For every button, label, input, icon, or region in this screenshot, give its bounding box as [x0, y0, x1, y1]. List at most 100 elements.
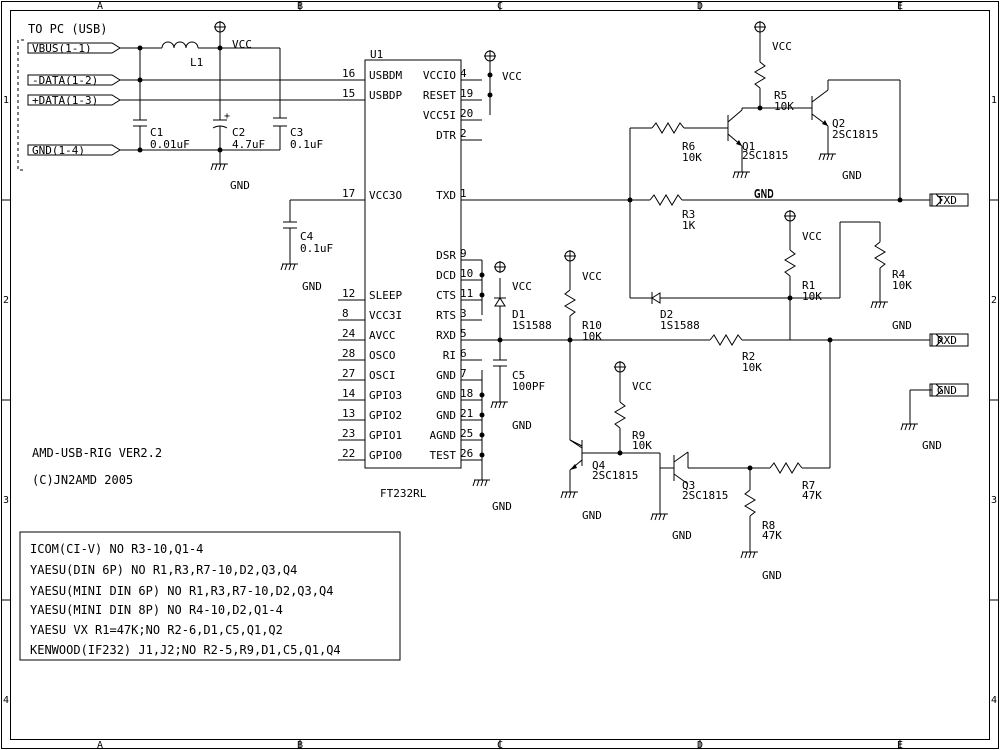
port-rxd: RXD	[929, 333, 969, 347]
c2-value: 4.7uF	[232, 138, 265, 151]
grid-row-1-right: 1	[991, 95, 997, 106]
gnd-label-port: GND	[922, 439, 942, 452]
svg-text:VBUS(1-1): VBUS(1-1)	[32, 42, 92, 55]
pin-name: RESET	[423, 89, 456, 102]
usb-pin-gnd: GND(1-4)	[27, 144, 121, 157]
ic-body	[364, 59, 462, 469]
svg-text:+DATA(1-3): +DATA(1-3)	[32, 94, 98, 107]
l1-ref: L1	[190, 56, 203, 69]
q1-ref: Q1	[742, 140, 755, 153]
pin-name: TEST	[430, 449, 457, 462]
pin-number: 9	[460, 247, 467, 260]
pin-number: 6	[460, 347, 467, 360]
usb-wiring: +	[120, 21, 365, 171]
r4-value: 10K	[892, 279, 912, 292]
gnd-label-ic: GND	[492, 500, 512, 513]
usb-connector: TO PC (USB) VBUS(1-1) -DATA(1-2) +DATA(1…	[17, 22, 121, 171]
pin-number: 28	[342, 347, 355, 360]
pin-number: 3	[460, 307, 467, 320]
q4-ref: Q4	[592, 459, 606, 472]
ic-pin-19: RESET 19	[423, 87, 482, 102]
q2-value: 2SC1815	[832, 128, 878, 141]
rxd-circuit	[461, 250, 930, 559]
usb-pin-vbus: VBUS(1-1)	[27, 42, 121, 55]
r3-ref: R3	[682, 208, 695, 221]
pin-number: 19	[460, 87, 473, 100]
pin-name: GND	[436, 369, 456, 382]
c5-ref: C5	[512, 369, 525, 382]
gnd-label-q3: GND	[672, 529, 692, 542]
pin-number: 4	[460, 67, 467, 80]
title-line-2: (C)JN2AMD 2005	[32, 473, 133, 487]
r8-value: 47K	[762, 529, 782, 542]
pin-number: 14	[342, 387, 356, 400]
pin-number: 26	[460, 447, 473, 460]
r9-value: 10K	[632, 439, 652, 452]
svg-text:GND(1-4): GND(1-4)	[32, 144, 85, 157]
grid-col-c-bottom: C	[497, 740, 503, 750]
grid-row-4-left: 4	[3, 695, 9, 706]
ic-pin-17: 17 VCC3O	[338, 187, 402, 202]
pin-number: 5	[460, 327, 467, 340]
pin-name: RI	[443, 349, 456, 362]
r8-ref: R8	[762, 519, 775, 532]
r10-symbol	[564, 289, 576, 317]
vcc-label-ic: VCC	[502, 70, 522, 83]
r9-symbol	[614, 401, 626, 429]
r3-value: 1K	[682, 219, 696, 232]
ic-support-wiring	[280, 50, 496, 487]
r7-value: 47K	[802, 489, 822, 502]
svg-text:-DATA(1-2): -DATA(1-2)	[32, 74, 98, 87]
grid-labels: A B C D E A B C D E 1 2 3 4 1 2 3 4	[3, 1, 997, 750]
r7-ref: R7	[802, 479, 815, 492]
d2-symbol	[651, 292, 661, 304]
r5-value: 10K	[774, 100, 794, 113]
pin-name: OSCI	[369, 369, 396, 382]
pin-number: 13	[342, 407, 355, 420]
pin-name: VCC3O	[369, 189, 402, 202]
pin-number: 16	[342, 67, 355, 80]
grid-row-2-left: 2	[3, 295, 9, 306]
q3-value: 2SC1815	[682, 489, 728, 502]
r1-ref: R1	[802, 279, 815, 292]
pin-number: 17	[342, 187, 355, 200]
r2-ref: R2	[742, 350, 755, 363]
pin-number: 11	[460, 287, 473, 300]
gnd-label-q4: GND	[582, 509, 602, 522]
pin-name: RXD	[436, 329, 456, 342]
q1-value: 2SC1815	[742, 149, 788, 162]
gnd-label-c2: GND	[230, 179, 250, 192]
q3-ref: Q3	[682, 479, 695, 492]
pin-name: AVCC	[369, 329, 396, 342]
usb-title: TO PC (USB)	[28, 22, 107, 36]
pin-name: TXD	[436, 189, 456, 202]
c2-ref: C2	[232, 126, 245, 139]
ic-ref: U1	[370, 48, 383, 61]
grid-row-3-right: 3	[991, 495, 997, 506]
grid-col-e-bottom: E	[897, 740, 903, 750]
grid-col-d-bottom: D	[697, 740, 703, 750]
grid-col-c-top: C	[497, 1, 503, 12]
grid-row-1-left: 1	[3, 95, 9, 106]
pin-number: 7	[460, 367, 467, 380]
note-line-6: KENWOOD(IF232) J1,J2;NO R2-5,R9,D1,C5,Q1…	[30, 643, 341, 657]
pin-name: DCD	[436, 269, 456, 282]
pin-name: RTS	[436, 309, 456, 322]
c1-value: 0.01uF	[150, 138, 190, 151]
pin-name: AGND	[430, 429, 457, 442]
r6-ref: R6	[682, 140, 695, 153]
pin-number: 1	[460, 187, 467, 200]
pin-name: GND	[436, 389, 456, 402]
grid-col-b-top: B	[297, 1, 303, 12]
title-block: AMD-USB-RIG VER2.2 (C)JN2AMD 2005	[32, 446, 162, 487]
pin-name: OSCO	[369, 349, 396, 362]
